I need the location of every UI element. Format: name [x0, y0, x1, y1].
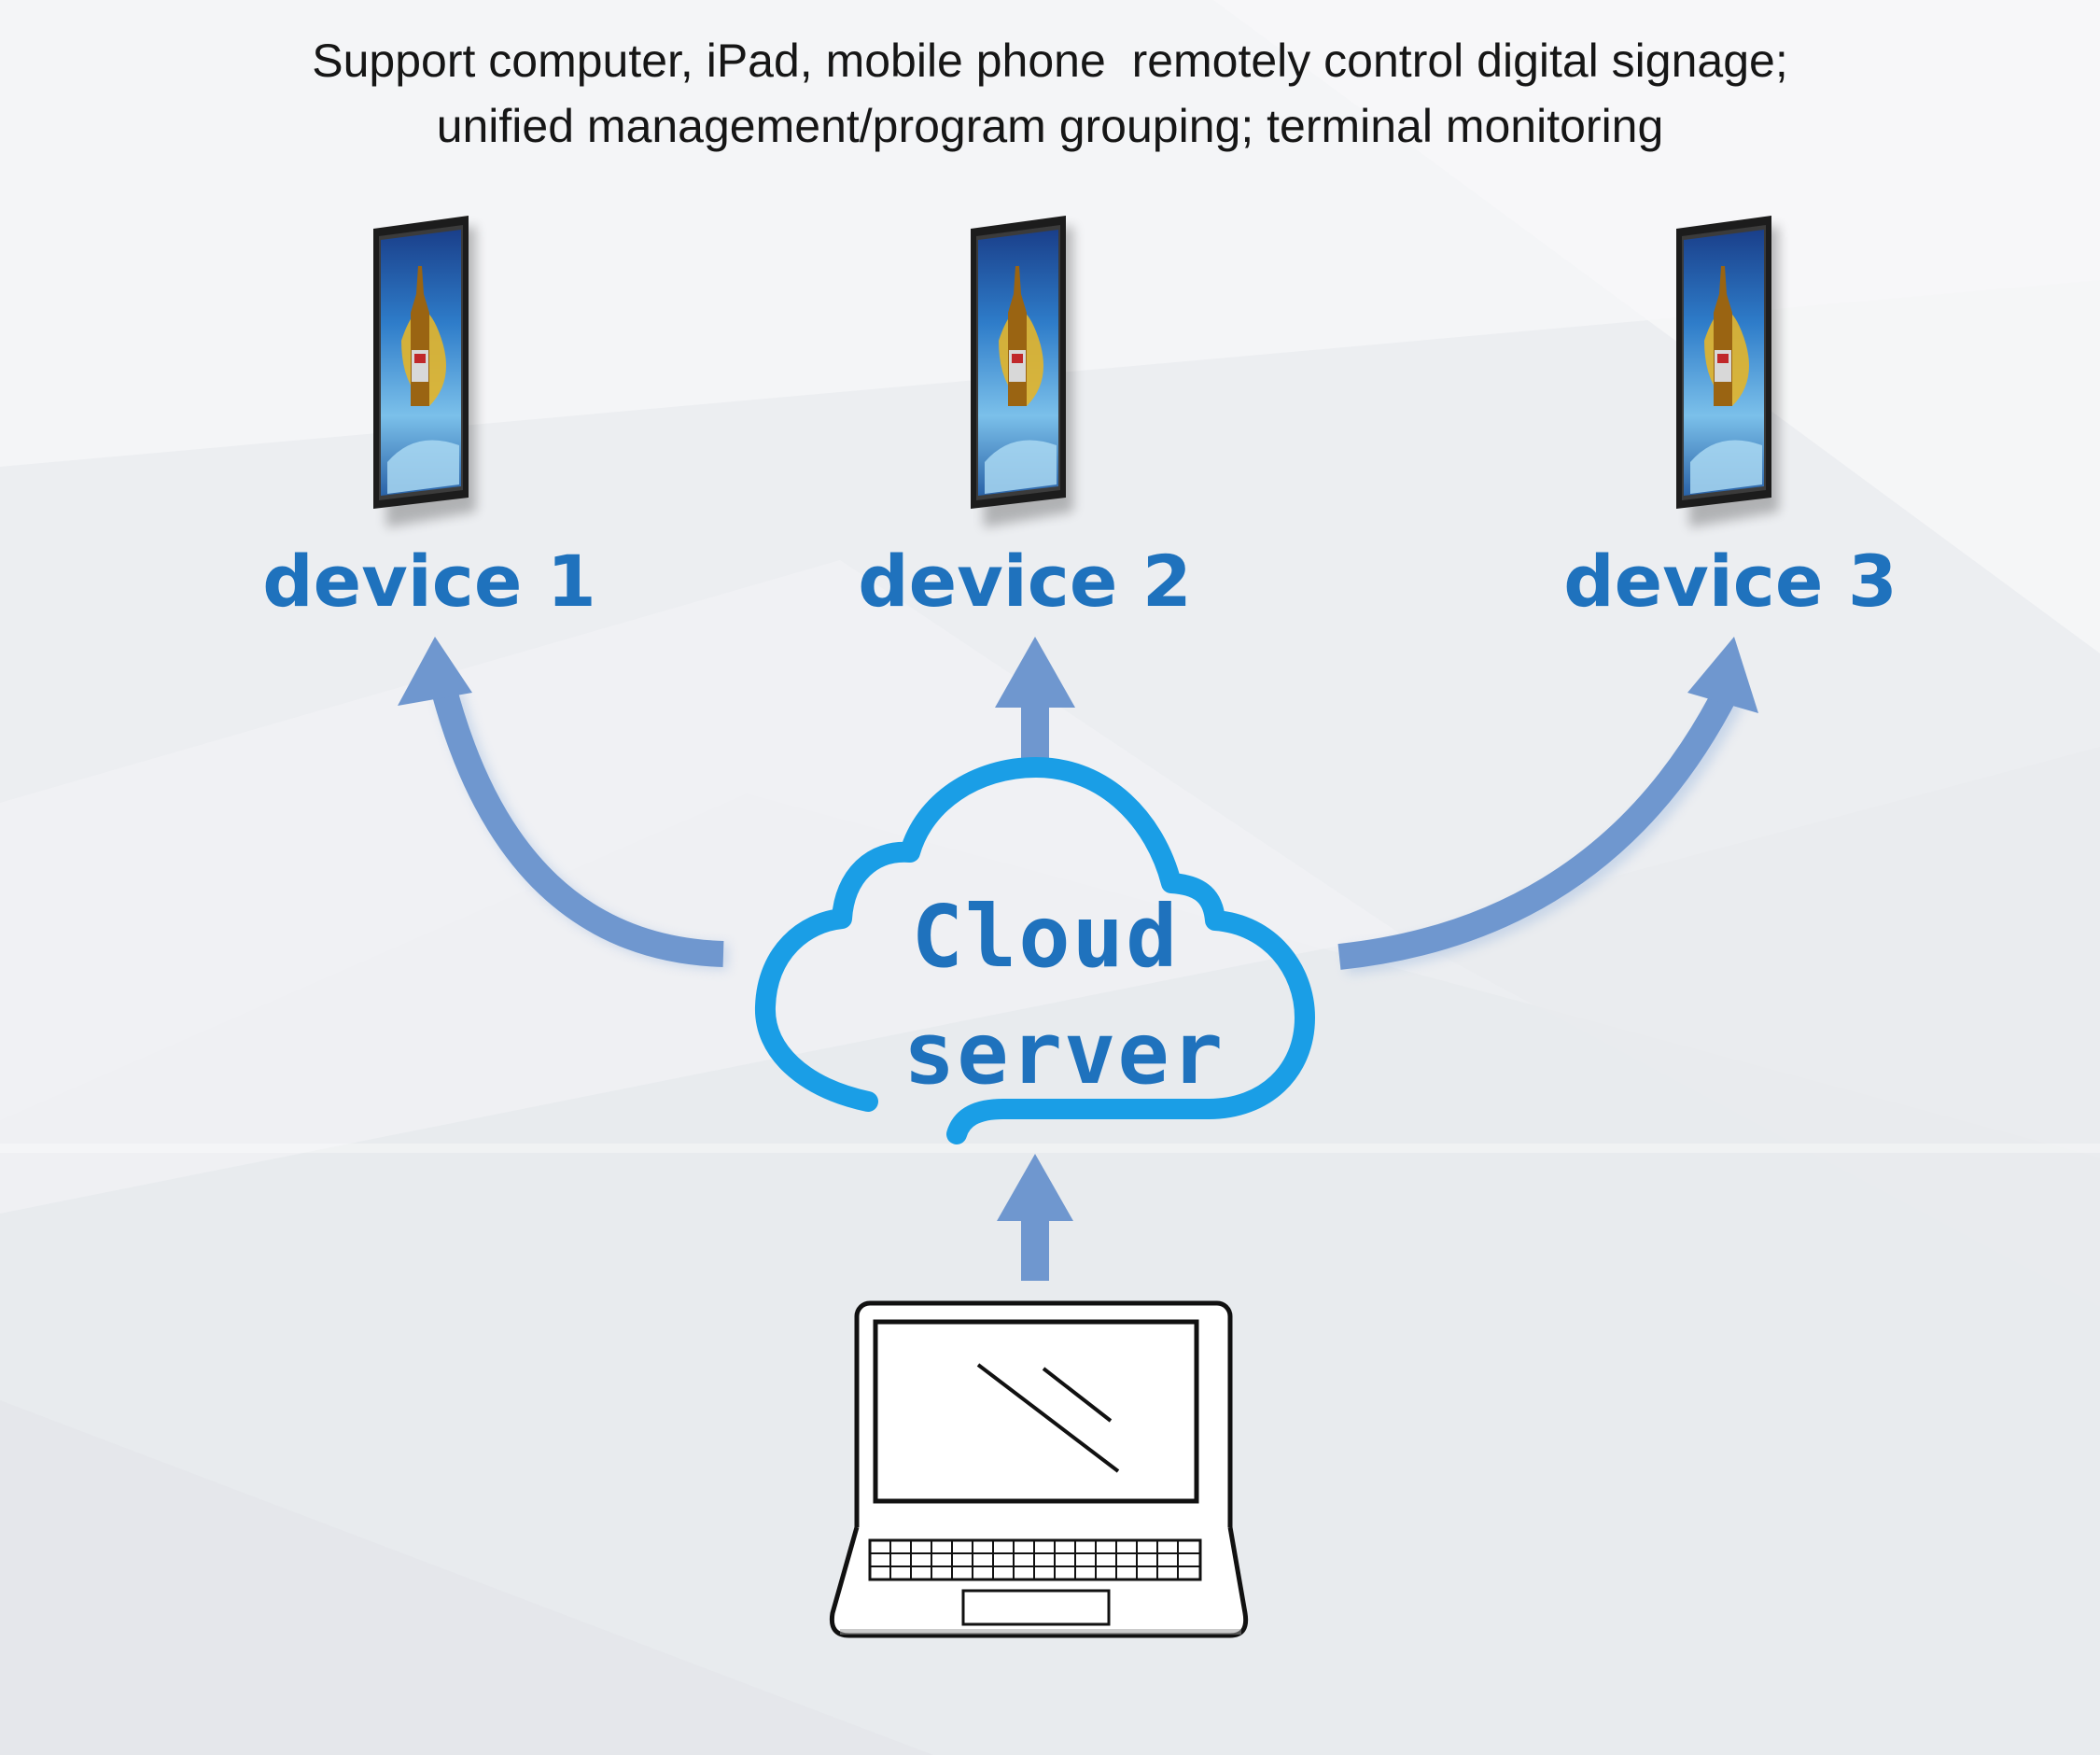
- device-3-label: device 3: [1563, 540, 1897, 623]
- arrow-to-cloud: [997, 1154, 1073, 1281]
- arrow-to-device-3: [1337, 637, 1758, 975]
- screen-icon-device-2: [971, 216, 1073, 527]
- screen-icon-device-1: [373, 216, 476, 527]
- laptop-icon: [829, 1300, 1249, 1638]
- screen-icon-device-3: [1676, 216, 1779, 527]
- caption-line-1: Support computer, iPad, mobile phone rem…: [312, 35, 1788, 87]
- arrow-to-device-2: [995, 637, 1075, 758]
- cloud-subtitle: server: [903, 1004, 1225, 1103]
- cloud-title: Cloud: [911, 887, 1180, 987]
- device-2-label: device 2: [858, 540, 1192, 623]
- cloud-icon: [754, 757, 1315, 1144]
- caption-line-2: unified management/program grouping; ter…: [436, 100, 1664, 152]
- device-1-label: device 1: [262, 540, 596, 623]
- arrow-to-device-1: [398, 637, 729, 970]
